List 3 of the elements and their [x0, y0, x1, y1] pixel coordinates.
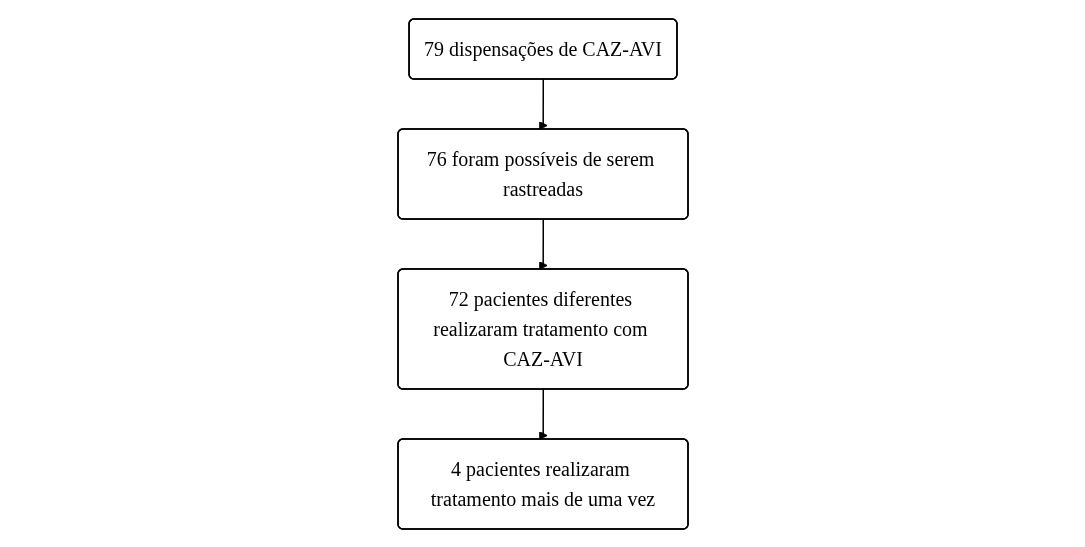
- arrow: [538, 78, 548, 130]
- arrow: [538, 388, 548, 440]
- arrow: [538, 218, 548, 270]
